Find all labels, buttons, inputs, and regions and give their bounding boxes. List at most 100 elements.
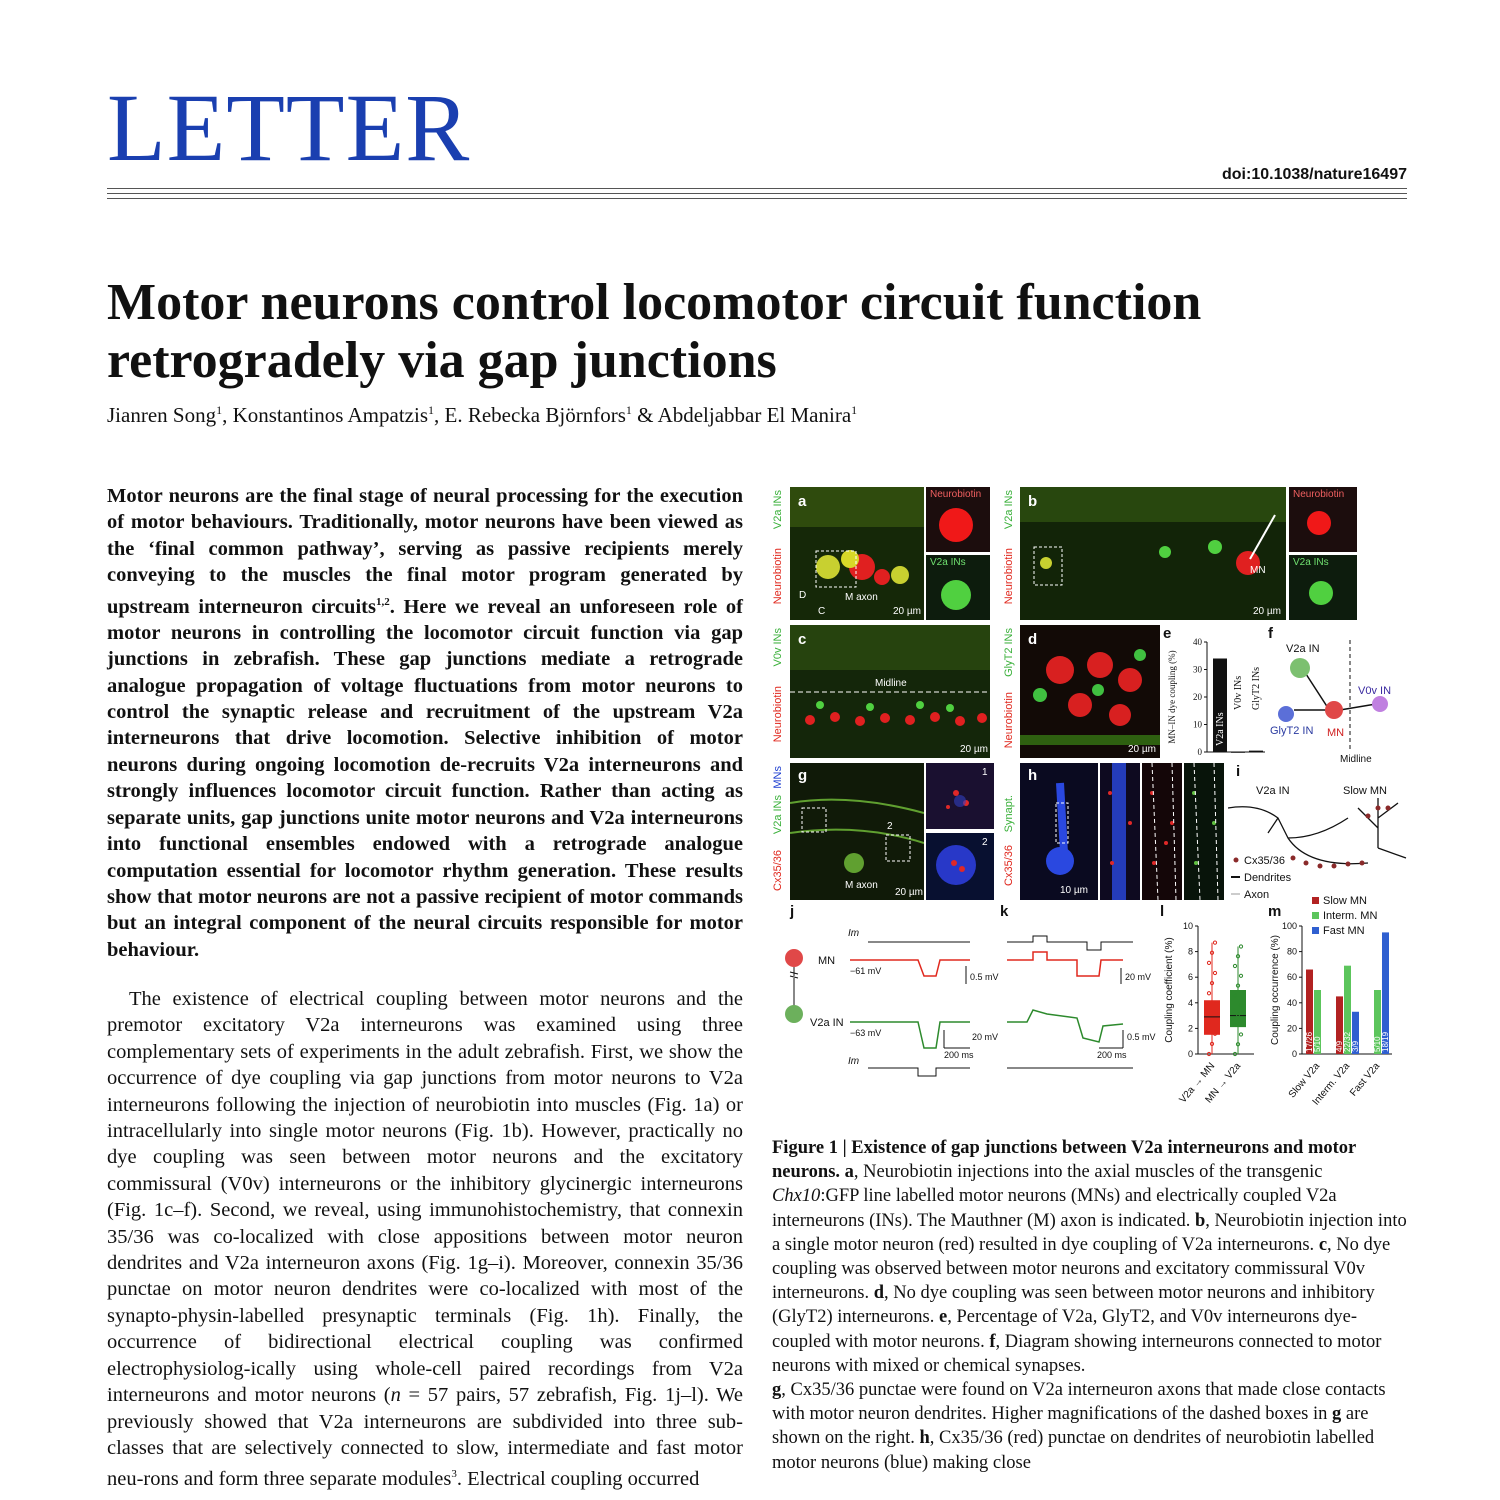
mn-node (1325, 701, 1343, 719)
v2a-trace-label: V2a IN (810, 1017, 844, 1029)
side-label-g-blue: MNs (772, 766, 784, 789)
author-list: Jianren Song1, Konstantinos Ampatzis1, E… (107, 403, 857, 428)
micrograph-a-inset-1-image (926, 487, 990, 552)
inset-label: V2a INs (930, 557, 966, 568)
panel-letter-l: l (1160, 903, 1165, 920)
l-box (1204, 1000, 1220, 1035)
m-legend-swatch (1312, 897, 1319, 904)
m-y-tick-label: 0 (1292, 1049, 1297, 1059)
micrograph-a-inset-2-image (926, 555, 990, 620)
panel-letter-b: b (1028, 493, 1038, 510)
e-category-label: V2a INs (1215, 712, 1226, 746)
panel-letter-i: i (1236, 763, 1241, 780)
figure-caption: Figure 1 | Existence of gap junctions be… (772, 1136, 1408, 1500)
e-y-tick-label: 0 (1198, 747, 1203, 757)
scale-bar-label: 20 µm (1128, 744, 1156, 755)
m-bar (1314, 990, 1321, 1054)
m-y-tick-label: 60 (1287, 972, 1297, 982)
legend-cx35-36: Cx35/36 (1244, 855, 1285, 867)
micrograph-h-image (1020, 763, 1098, 900)
legend-dendrites: Dendrites (1244, 872, 1292, 884)
l-data-point (1235, 954, 1241, 959)
micrograph-b-inset-1: Neurobiotin (1289, 487, 1357, 552)
citation-ref[interactable]: 3 (451, 1468, 457, 1481)
l-data-point (1209, 1011, 1215, 1016)
k-time-label: 200 ms (1097, 1050, 1127, 1060)
slow-mn-label: Slow MN (1343, 785, 1387, 797)
doi[interactable]: doi:10.1038/nature16497 (1222, 166, 1407, 183)
side-label-b-red: Neurobiotin (1003, 548, 1015, 605)
l-y-tick-label: 6 (1188, 972, 1193, 982)
m-bar-fraction-label: 4/9 (1335, 1040, 1344, 1052)
m-y-tick-label: 40 (1287, 998, 1297, 1008)
inset-number-2: 2 (982, 837, 988, 848)
micrograph-a-inset-2: V2a INs (926, 555, 990, 620)
author-2[interactable]: Konstantinos Ampatzis (232, 403, 428, 427)
l-data-point (1212, 970, 1218, 976)
v2a-to-mn-connection (1305, 673, 1329, 709)
traces-j: Im MN −61 mV 0.5 mV V2a IN −63 mV 20 mV … (785, 928, 999, 1077)
micrograph-a: a M axon 20 µm D C (790, 487, 924, 620)
abstract-text: Motor neurons are the final stage of neu… (107, 485, 743, 618)
caption-label: d (873, 1283, 885, 1304)
l-data-point (1232, 993, 1238, 998)
affiliation-mark: 1 (851, 403, 858, 417)
side-label-h-red: Cx35/36 (1003, 845, 1015, 886)
caption-text: , Cx35/36 punctae were found on V2a inte… (772, 1380, 1386, 1425)
citation-ref[interactable]: 1,2 (375, 595, 390, 608)
micrograph-d: d 20 µm (1020, 625, 1160, 758)
l-y-tick-label: 4 (1188, 998, 1193, 1008)
author-separator: , (222, 403, 233, 427)
micrograph-g-image (790, 763, 924, 900)
caption-text: are shown on the right. (772, 1404, 1369, 1449)
micrograph-g-inset-1: 1 (926, 763, 994, 829)
affiliation-mark: 1 (216, 403, 223, 417)
panel-letter-a: a (798, 493, 807, 510)
e-y-axis-label: MN–IN dye coupling (%) (1167, 650, 1177, 743)
v2a-trace (850, 1021, 970, 1049)
v0v-neuron-node (1372, 696, 1388, 712)
caption-label: c (1318, 1234, 1328, 1255)
scale-bar-label: 20 µm (893, 606, 921, 617)
mn-trace (850, 959, 970, 977)
caption-label: b (1195, 1210, 1206, 1231)
caption-text: , Cx35/36 (red) punctae on dendrites of … (772, 1428, 1375, 1473)
e-y-tick-label: 30 (1193, 665, 1203, 675)
body-paragraph: . Electrical coupling occurred (456, 1468, 700, 1491)
header-rule-1 (107, 188, 1407, 189)
m-bar (1344, 965, 1351, 1054)
side-label-g-green: V2a INs (772, 795, 784, 835)
caption-label: g (1332, 1404, 1342, 1425)
author-1[interactable]: Jianren Song (107, 403, 217, 427)
slow-mn-sketch (1357, 798, 1407, 859)
article-title: Motor neurons control locomotor circuit … (107, 274, 1407, 390)
box-2-label: 2 (887, 821, 893, 832)
axis-c-label: C (818, 606, 826, 617)
axis-d-label: D (799, 590, 807, 601)
m-bar-fraction-label: 22/32 (1343, 1031, 1352, 1052)
author-separator: & (631, 403, 658, 427)
caption-text: , No dye coupling was observed between m… (772, 1234, 1391, 1304)
author-3[interactable]: E. Rebecka Björnfors (444, 403, 626, 427)
im-bottom-trace (868, 1067, 970, 1077)
mn-soma-icon (785, 949, 803, 967)
mn-scale-label: 0.5 mV (970, 972, 999, 982)
micrograph-d-image (1020, 625, 1160, 758)
panel-letter-m: m (1268, 903, 1282, 920)
k-mn-trace (1007, 951, 1123, 977)
abstract-text: . Here we reveal an unforeseen role of m… (107, 595, 743, 961)
author-4[interactable]: Abdeljabbar El Manira (657, 403, 852, 427)
body-text: The existence of electrical coupling bet… (107, 986, 743, 1500)
m-bar-fraction-label: 18/19 (1381, 1031, 1390, 1052)
caption-text: , Neurobiotin injection into a single mo… (772, 1210, 1407, 1255)
micrograph-b-inset-2-image (1289, 555, 1357, 620)
m-legend-label: Slow MN (1323, 895, 1367, 907)
panel-letter-c: c (798, 631, 807, 648)
micrograph-g-inset-2-image (926, 833, 994, 900)
m-y-tick-label: 100 (1282, 921, 1297, 931)
title-line-1: Motor neurons control locomotor circuit … (107, 274, 1202, 331)
e-y-tick-label: 10 (1193, 720, 1203, 730)
l-y-tick-label: 2 (1188, 1023, 1193, 1033)
affiliation-mark: 1 (428, 403, 434, 417)
